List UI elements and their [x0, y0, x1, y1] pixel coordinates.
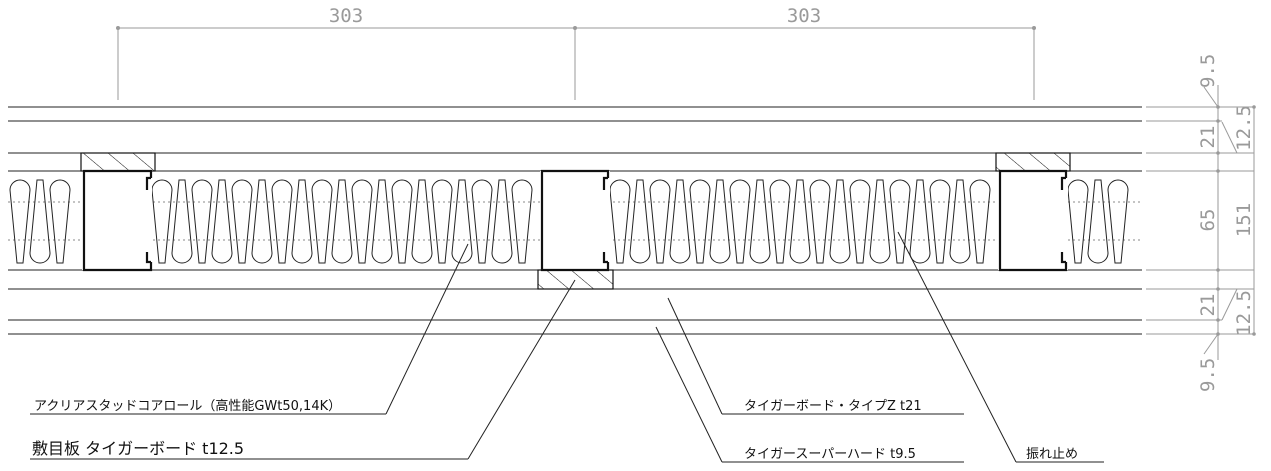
insulation-loop	[451, 179, 473, 264]
studs	[82, 169, 1068, 272]
insulation-loop	[969, 179, 991, 264]
dim-top-right: 303	[787, 5, 821, 27]
insulation-glasswool	[9, 179, 1129, 264]
insulation-loop	[371, 179, 393, 264]
insulation-loop	[491, 179, 513, 264]
insulation-loop	[889, 179, 911, 264]
batten-bottom-center	[537, 269, 614, 290]
insulation-loop	[1067, 179, 1089, 264]
insulation-loop	[609, 179, 631, 264]
insulation-loop	[1087, 179, 1109, 264]
insulation-loop	[251, 179, 273, 264]
insulation-loop	[471, 179, 493, 264]
insulation-loop	[411, 179, 433, 264]
label-subfloor: 敷目板 タイガーボード t12.5	[32, 439, 244, 458]
dim-right-9-5-bottom: 9.5	[1197, 358, 1219, 392]
insulation-loop	[689, 179, 711, 264]
insulation-loop	[231, 179, 253, 264]
insulation-loop	[729, 179, 751, 264]
insulation-loop	[809, 179, 831, 264]
insulation-loop	[849, 179, 871, 264]
insulation-loop	[49, 179, 71, 264]
dim-right-65: 65	[1197, 209, 1219, 232]
insulation-loop	[929, 179, 951, 264]
stud-right	[998, 169, 1068, 272]
dim-right-151: 151	[1233, 203, 1255, 237]
label-super-hard: タイガースーパーハード t9.5	[744, 447, 916, 462]
label-insulation: アクリアスタッドコアロール（高性能GWt50,14K）	[34, 398, 341, 414]
insulation-loop	[171, 179, 193, 264]
leader-lines	[30, 231, 1104, 463]
insulation-loop	[271, 179, 293, 264]
insulation-loop	[829, 179, 851, 264]
labels: アクリアスタッドコアロール（高性能GWt50,14K） 敷目板 タイガーボード …	[32, 398, 1078, 462]
insulation-loop	[789, 179, 811, 264]
dim-right-12-5-top: 12.5	[1233, 105, 1255, 151]
insulation-loop	[769, 179, 791, 264]
dim-right-12-5-bottom: 12.5	[1233, 290, 1255, 336]
insulation-loop	[949, 179, 971, 264]
insulation-loop	[669, 179, 691, 264]
insulation-loop	[629, 179, 651, 264]
right-dimensions: 9.5 21 12.5 65 151 21 12.5 9.5	[1146, 54, 1256, 392]
insulation-loop	[391, 179, 413, 264]
insulation-loop	[151, 179, 173, 264]
insulation-loop	[331, 179, 353, 264]
insulation-loop	[909, 179, 931, 264]
dim-right-21-bottom: 21	[1197, 294, 1219, 317]
insulation-loop	[9, 179, 31, 264]
insulation-loop	[311, 179, 333, 264]
insulation-loop	[749, 179, 771, 264]
dim-right-21-top: 21	[1197, 126, 1219, 149]
insulation-loop	[709, 179, 731, 264]
dim-right-9-5-top: 9.5	[1197, 54, 1219, 88]
insulation-loop	[29, 179, 51, 264]
label-brace: 振れ止め	[1026, 447, 1078, 462]
insulation-loop	[649, 179, 671, 264]
batten-top-left	[80, 152, 156, 172]
insulation-loop	[351, 179, 373, 264]
insulation-loop	[431, 179, 453, 264]
stud-left	[82, 169, 153, 272]
label-board-z: タイガーボード・タイプZ t21	[744, 399, 922, 414]
battens	[80, 152, 1071, 290]
insulation-loop	[511, 179, 533, 264]
dim-top-left: 303	[329, 5, 363, 27]
insulation-loop	[211, 179, 233, 264]
batten-top-right	[995, 152, 1071, 172]
insulation-loop	[191, 179, 213, 264]
stud-center	[540, 169, 610, 272]
insulation-loop	[291, 179, 313, 264]
top-dimension: 303 303	[116, 5, 1036, 100]
insulation-loop	[1107, 179, 1129, 264]
insulation-loop	[869, 179, 891, 264]
